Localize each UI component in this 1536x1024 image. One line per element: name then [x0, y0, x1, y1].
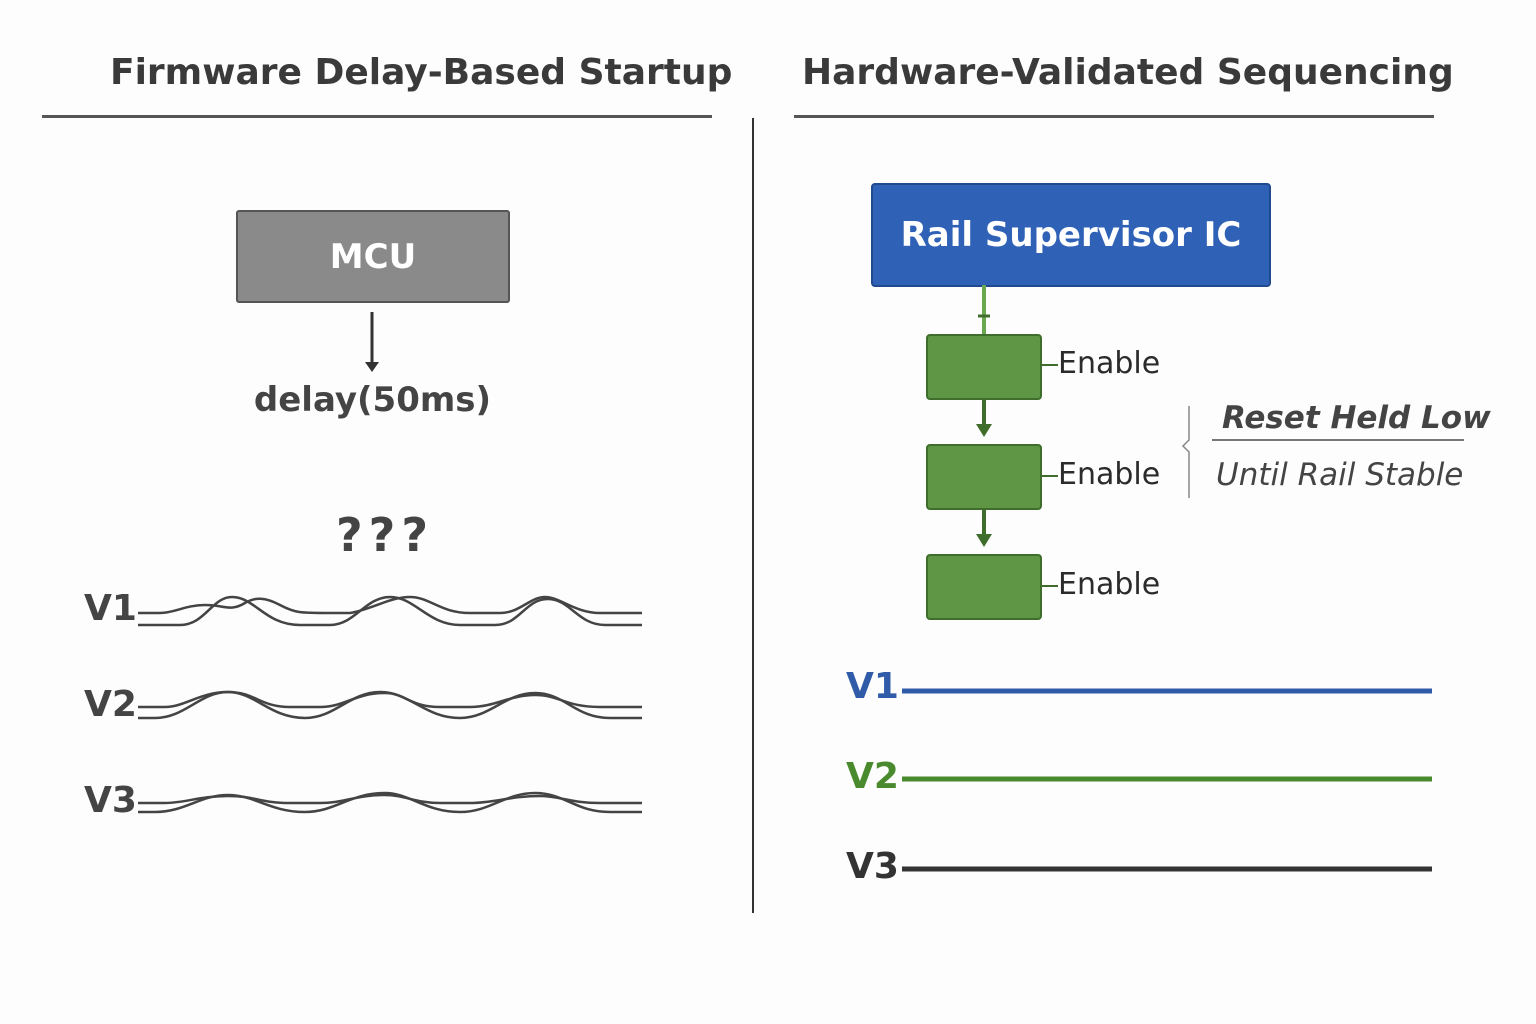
regulator-block-1: [926, 334, 1042, 400]
left-rail-label-v2: V2: [84, 684, 137, 725]
left-title-rule: [42, 115, 712, 118]
left-rail-label-v1: V1: [84, 588, 137, 629]
left-rail-wave-v2: [138, 690, 642, 720]
left-rail-label-v3: V3: [84, 780, 137, 821]
enable-label-1: Enable: [1058, 346, 1161, 381]
note-brace: [1181, 406, 1190, 498]
note-underline: [1212, 439, 1464, 441]
rail-supervisor-block: Rail Supervisor IC: [871, 183, 1271, 287]
regulator-block-3: [926, 554, 1042, 620]
left-rail-wave-v1: [138, 595, 642, 627]
supervisor-connector: [978, 285, 990, 334]
mcu-label: MCU: [329, 236, 417, 277]
supervisor-label: Rail Supervisor IC: [900, 215, 1242, 255]
right-panel-title: Hardware-Validated Sequencing: [802, 52, 1454, 93]
sequence-arrow-1: [976, 398, 992, 437]
reset-note-line1: Reset Held Low: [1222, 400, 1491, 436]
uncertainty-marks: ???: [335, 508, 435, 562]
enable-label-3: Enable: [1058, 567, 1161, 602]
right-rail-label-v1: V1: [846, 666, 899, 707]
sequence-arrow-2: [976, 508, 992, 547]
panel-divider: [752, 118, 754, 913]
right-rail-label-v3: V3: [846, 846, 899, 887]
left-panel-title: Firmware Delay-Based Startup: [110, 52, 733, 93]
right-rail-label-v2: V2: [846, 756, 899, 797]
right-title-rule: [794, 115, 1434, 118]
mcu-block: MCU: [236, 210, 510, 303]
delay-label: delay(50ms): [253, 380, 492, 420]
reset-note-line2: Until Rail Stable: [1216, 457, 1464, 493]
mcu-delay-arrow: [365, 312, 379, 372]
left-rail-wave-v3: [138, 791, 642, 814]
enable-label-2: Enable: [1058, 457, 1161, 492]
